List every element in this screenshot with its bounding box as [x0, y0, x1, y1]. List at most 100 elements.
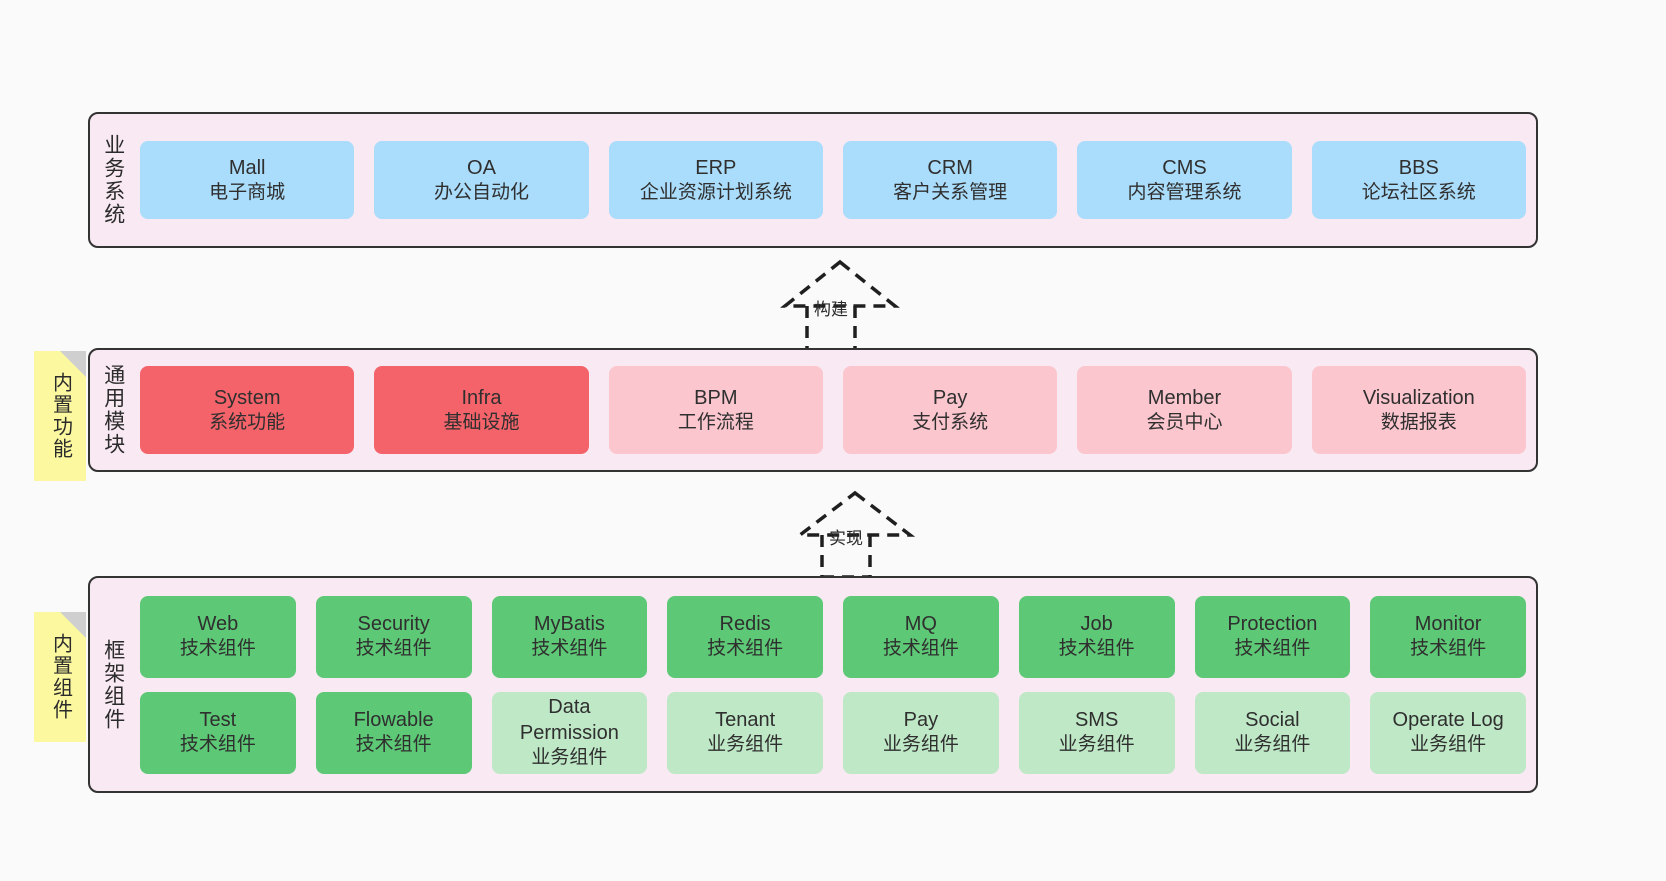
card-subtitle: 工作流程	[677, 411, 754, 433]
card-subtitle: 技术组件	[355, 734, 432, 756]
card-title: Security	[357, 613, 430, 636]
card-title: Flowable	[353, 709, 434, 732]
card-pay-component[interactable]: Pay 业务组件	[843, 691, 999, 774]
sticky-label: 内置组件	[49, 633, 72, 721]
card-system[interactable]: System 系统功能	[140, 366, 355, 454]
card-web[interactable]: Web 技术组件	[140, 595, 296, 678]
layer-body-common-module: System 系统功能 Infra 基础设施 BPM 工作流程 Pay 支付系统…	[136, 350, 1536, 470]
card-subtitle: 业务组件	[531, 747, 608, 769]
card-subtitle: 数据报表	[1380, 411, 1457, 433]
card-subtitle: 技术组件	[179, 638, 256, 660]
connector-label-build: 构建	[814, 300, 848, 319]
card-infra[interactable]: Infra 基础设施	[374, 366, 589, 454]
card-title: Protection	[1227, 613, 1318, 636]
sticky-note-builtin-function: 内置功能	[34, 351, 86, 481]
card-title: Operate Log	[1392, 709, 1504, 732]
card-title: Pay	[903, 709, 939, 732]
sticky-fold-icon	[60, 612, 86, 638]
card-title: Redis	[719, 613, 771, 636]
card-title: BPM	[694, 386, 738, 409]
card-title: Member	[1147, 386, 1222, 409]
card-subtitle: 企业资源计划系统	[639, 181, 792, 203]
card-title: ERP	[695, 156, 737, 179]
card-subtitle: 基础设施	[443, 411, 520, 433]
card-title: Monitor	[1414, 613, 1482, 636]
card-subtitle: 系统功能	[209, 411, 286, 433]
card-title: CRM	[927, 156, 973, 179]
card-subtitle: 业务组件	[1410, 734, 1487, 756]
card-subtitle: 客户关系管理	[893, 181, 1008, 203]
card-subtitle: 会员中心	[1146, 411, 1223, 433]
card-social[interactable]: Social 业务组件	[1194, 691, 1351, 774]
card-subtitle: 技术组件	[179, 734, 256, 756]
card-row: Web 技术组件 Security 技术组件 MyBatis 技术组件 Redi…	[140, 595, 1526, 678]
card-tenant[interactable]: Tenant 业务组件	[667, 691, 823, 774]
card-row: System 系统功能 Infra 基础设施 BPM 工作流程 Pay 支付系统…	[140, 366, 1526, 454]
card-title: Web	[197, 613, 239, 636]
card-subtitle: 办公自动化	[433, 181, 529, 203]
card-subtitle: 业务组件	[882, 734, 959, 756]
card-subtitle: 技术组件	[1234, 638, 1311, 660]
card-operate-log[interactable]: Operate Log 业务组件	[1370, 691, 1526, 774]
layer-body-framework-component: Web 技术组件 Security 技术组件 MyBatis 技术组件 Redi…	[136, 578, 1536, 791]
card-erp[interactable]: ERP 企业资源计划系统	[608, 141, 823, 219]
card-title-line2: Permission	[519, 722, 619, 745]
card-subtitle: 业务组件	[707, 734, 784, 756]
card-title: Social	[1245, 709, 1300, 732]
layer-title-business-system: 业务系统	[101, 134, 125, 226]
card-oa[interactable]: OA 办公自动化	[374, 141, 589, 219]
card-title: System	[213, 386, 281, 409]
card-flowable[interactable]: Flowable 技术组件	[315, 691, 472, 774]
generalization-arrow-icon	[794, 490, 916, 579]
card-monitor[interactable]: Monitor 技术组件	[1370, 595, 1526, 678]
card-pay-module[interactable]: Pay 支付系统	[842, 366, 1058, 454]
card-subtitle: 技术组件	[1410, 638, 1487, 660]
card-sms[interactable]: SMS 业务组件	[1018, 691, 1175, 774]
card-title: Test	[199, 709, 237, 732]
sticky-fold-icon	[60, 351, 86, 377]
card-mq[interactable]: MQ 技术组件	[843, 595, 999, 678]
card-protection[interactable]: Protection 技术组件	[1194, 595, 1351, 678]
card-redis[interactable]: Redis 技术组件	[667, 595, 823, 678]
card-subtitle: 技术组件	[1058, 638, 1135, 660]
card-subtitle: 技术组件	[355, 638, 432, 660]
card-title: OA	[467, 156, 496, 179]
card-test[interactable]: Test 技术组件	[140, 691, 296, 774]
layer-body-business-system: Mall 电子商城 OA 办公自动化 ERP 企业资源计划系统 CRM 客户关系…	[136, 114, 1536, 246]
connector-label-implement: 实现	[829, 529, 863, 548]
card-security[interactable]: Security 技术组件	[315, 595, 472, 678]
card-crm[interactable]: CRM 客户关系管理	[842, 141, 1058, 219]
card-job[interactable]: Job 技术组件	[1018, 595, 1175, 678]
card-cms[interactable]: CMS 内容管理系统	[1077, 141, 1292, 219]
card-title: Tenant	[715, 709, 776, 732]
layer-framework-component: 框架组件 Web 技术组件 Security 技术组件 MyBatis 技术组件…	[88, 576, 1538, 793]
card-subtitle: 业务组件	[1234, 734, 1311, 756]
card-row: Test 技术组件 Flowable 技术组件 Data Permission …	[140, 691, 1526, 774]
card-subtitle: 内容管理系统	[1127, 181, 1242, 203]
card-title: Job	[1080, 613, 1113, 636]
card-member[interactable]: Member 会员中心	[1077, 366, 1292, 454]
card-subtitle: 技术组件	[707, 638, 784, 660]
card-subtitle: 技术组件	[882, 638, 959, 660]
generalization-arrow-icon	[780, 259, 900, 352]
card-mybatis[interactable]: MyBatis 技术组件	[491, 595, 648, 678]
layer-common-module: 通用模块 System 系统功能 Infra 基础设施 BPM 工作流程 Pay…	[88, 348, 1538, 472]
card-title: CMS	[1162, 156, 1207, 179]
card-subtitle: 论坛社区系统	[1361, 181, 1476, 203]
sticky-label: 内置功能	[49, 372, 72, 460]
card-subtitle: 技术组件	[531, 638, 608, 660]
card-title: Visualization	[1362, 386, 1475, 409]
card-title: MQ	[904, 613, 937, 636]
card-visualization[interactable]: Visualization 数据报表	[1311, 366, 1526, 454]
card-title: Mall	[228, 156, 266, 179]
card-data-permission[interactable]: Data Permission 业务组件	[491, 691, 648, 774]
connector-build: 构建	[755, 256, 925, 352]
card-bpm[interactable]: BPM 工作流程	[608, 366, 823, 454]
card-title: MyBatis	[533, 613, 605, 636]
card-bbs[interactable]: BBS 论坛社区系统	[1311, 141, 1526, 219]
card-subtitle: 支付系统	[912, 411, 989, 433]
card-mall[interactable]: Mall 电子商城	[140, 141, 355, 219]
card-row: Mall 电子商城 OA 办公自动化 ERP 企业资源计划系统 CRM 客户关系…	[140, 141, 1526, 219]
card-title: SMS	[1074, 709, 1119, 732]
